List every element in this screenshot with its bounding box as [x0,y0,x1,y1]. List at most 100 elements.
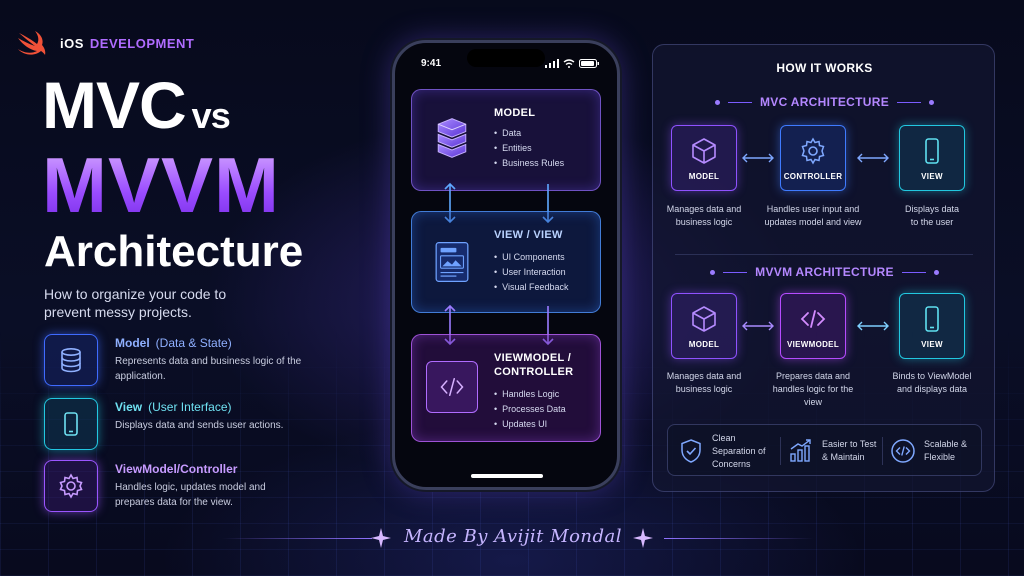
mvc-view-label: VIEW [921,171,943,181]
title-mvc-text: MVC [42,68,187,142]
signal-icon [545,59,559,68]
mvvm-model-desc: Manages data and business logic [666,371,742,394]
mvvm-model-label: MODEL [688,339,720,349]
phone-home-indicator [471,474,543,478]
phone-card-viewmodel-title-line1: VIEWMODEL / [494,352,572,364]
feature-viewmodel-desc: Handles logic, updates model and prepare… [115,482,266,508]
mvc-controller-desc: Handles user input and updates model and… [764,204,862,227]
benefits-bar: Clean Separation of Concerns Easier to T… [667,424,982,476]
heading-line [723,271,748,273]
phone-notch [467,49,545,67]
mvc-section-heading: MVC ARCHITECTURE [653,95,996,109]
mvvm-section-heading: MVVM ARCHITECTURE [653,265,996,279]
double-arrow-icon [444,304,456,346]
panel-title: HOW IT WORKS [776,61,873,75]
mvc-heading-label: MVC ARCHITECTURE [759,95,890,109]
title-mvvm: MVVM [42,141,280,229]
heading-dot [929,99,935,105]
phone-icon [925,137,939,164]
phone-card-model-list: Data Entities Business Rules [494,126,564,171]
footer-line-right [664,538,814,539]
mvvm-view-label: VIEW [921,339,943,349]
benefit-separation-text: Clean Separation of Concerns [712,432,766,469]
mvc-view-desc: Displays data to the user [904,204,960,227]
feature-view-desc: Displays data and sends user actions. [115,420,284,431]
phone-mockup: 9:41 MODEL Data Entities Business Rules [392,40,620,490]
chart-up-icon [790,439,811,462]
shield-check-icon [681,439,701,463]
feature-view-title: View (User Interface) [115,400,232,414]
list-item: UI Components [494,250,569,265]
phone-card-viewmodel: VIEWMODEL / CONTROLLER Handles Logic Pro… [411,334,601,442]
mvc-controller-box: CONTROLLER [780,125,846,191]
mvvm-viewmodel-label: VIEWMODEL [786,339,840,349]
benefit-testing-text: Easier to Test & Maintain [822,439,877,462]
heading-dot [714,99,720,105]
list-item: Visual Feedback [494,280,568,295]
phone-status-bar [545,59,599,68]
list-item: Handles Logic [494,387,566,402]
heading-line [727,101,752,103]
heading-line [901,271,926,273]
feature-model: Model (Data & State) Represents data and … [44,334,301,390]
list-item: Business Rules [494,156,564,171]
footer: Made By Avijit Mondal [0,524,1024,554]
phone-card-viewmodel-list: Handles Logic Processes Data Updates UI [494,387,566,432]
list-item: Data [494,126,564,141]
mvc-view-box: VIEW [899,125,965,191]
heading-dot [933,269,939,275]
arrow-down-icon [542,184,554,224]
server-stack-icon [426,112,478,164]
mvvm-viewmodel-box: VIEWMODEL [780,293,846,359]
double-arrow-icon [857,321,889,331]
phone-card-viewmodel-title-line2: CONTROLLER [494,366,574,378]
benefit-scalable-text: Scalable & Flexible [924,439,968,462]
feature-view: View (User Interface) Displays data and s… [44,398,284,454]
cube-icon [692,137,716,164]
list-item: User Interaction [494,265,569,280]
phone-icon [44,398,98,450]
mvc-model-label: MODEL [688,171,720,181]
phone-card-model: MODEL Data Entities Business Rules [411,89,601,191]
how-it-works-panel: HOW IT WORKS MVC ARCHITECTURE MODEL CONT… [652,44,995,492]
footer-line-left [222,538,372,539]
swift-logo-icon [18,31,46,55]
benefit-separator [780,437,781,465]
list-item: Entities [494,141,564,156]
mvvm-view-desc: Binds to ViewModel and displays data [892,371,972,394]
mvc-model-box: MODEL [671,125,737,191]
development-label: DEVELOPMENT [89,35,195,51]
wifi-icon [563,59,575,68]
phone-card-viewmodel-title: VIEWMODEL / CONTROLLER [494,351,573,379]
mvvm-view-box: VIEW [899,293,965,359]
benefit-separator [882,437,883,465]
double-arrow-icon [742,153,774,163]
code-circle-icon [891,439,915,463]
feature-viewmodel-title: ViewModel/Controller [115,462,238,476]
feature-view-name: View [115,400,143,414]
cube-icon [692,305,716,332]
title-vs: vs [191,95,231,136]
sparkle-icon [633,528,653,548]
database-icon [44,334,98,386]
code-icon [426,361,478,413]
feature-viewmodel: ViewModel/Controller Handles logic, upda… [44,460,284,516]
mvvm-model-box: MODEL [671,293,737,359]
feature-view-paren: (User Interface) [148,400,232,414]
phone-card-view: VIEW / VIEW UI Components User Interacti… [411,211,601,313]
mvc-controller-label: CONTROLLER [783,171,843,181]
footer-credit: Made By Avijit Mondal [403,526,623,547]
title-architecture: Architecture [44,227,304,276]
gear-icon [801,136,825,165]
mvvm-heading-label: MVVM ARCHITECTURE [755,265,894,279]
benefit-scalable: Scalable & Flexible [890,434,978,468]
phone-card-model-title: MODEL [494,107,536,119]
heading-line [897,101,922,103]
feature-model-paren: (Data & State) [155,336,232,350]
feature-model-name: Model [115,336,150,350]
double-arrow-icon [742,321,774,331]
feature-model-desc: Represents data and business logic of th… [115,356,302,382]
phone-card-view-list: UI Components User Interaction Visual Fe… [494,250,569,295]
